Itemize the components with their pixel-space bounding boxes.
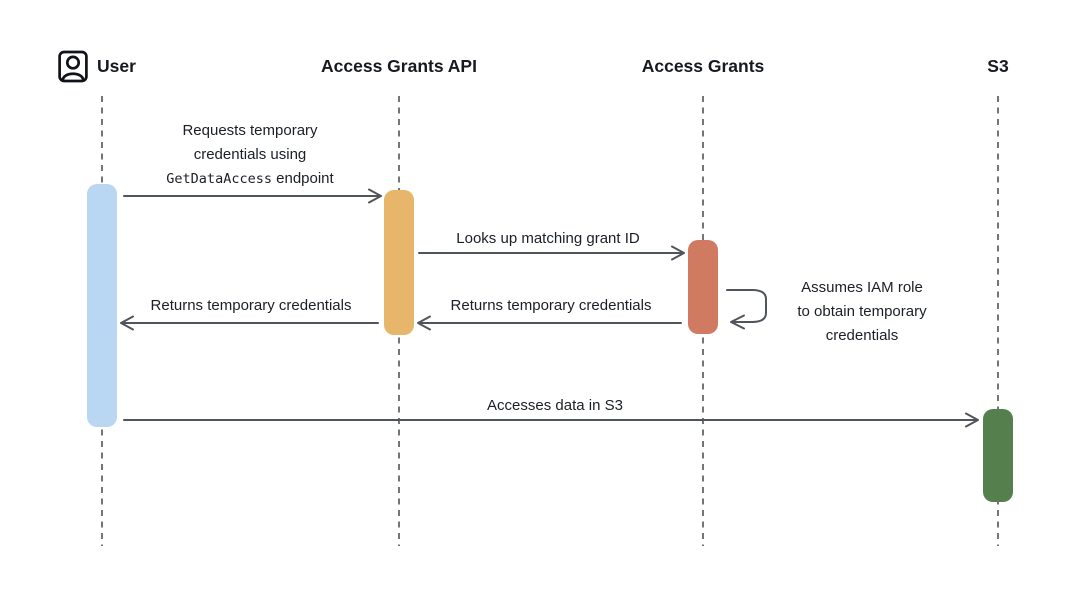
user-icon	[58, 50, 88, 83]
message-line: credentials using	[193, 146, 307, 163]
message-line: Assumes IAM role	[801, 279, 923, 296]
message-lookup-grant: Looks up matching grant ID	[456, 227, 639, 251]
activation-bar-api	[384, 190, 414, 335]
message-line: to obtain temporary	[797, 303, 927, 320]
code-endpoint-name: GetDataAccess	[166, 171, 272, 187]
message-text: Returns temporary credentials	[450, 297, 652, 314]
message-assume-role: Assumes IAM role to obtain temporary cre…	[797, 276, 926, 348]
message-return-to-api: Returns temporary credentials	[451, 294, 652, 318]
activation-bar-user	[87, 184, 117, 427]
message-request-credentials: Requests temporary credentials using Get…	[166, 119, 333, 191]
actor-user-label: User	[97, 56, 136, 76]
message-line: Requests temporary	[182, 122, 318, 139]
message-access-data: Accesses data in S3	[487, 394, 623, 418]
arrow-request-credentials	[123, 188, 382, 204]
actor-grants-label: Access Grants	[641, 56, 765, 76]
message-line: GetDataAccess endpoint	[166, 167, 333, 191]
actor-user: User	[58, 50, 136, 83]
message-line: credentials	[825, 327, 899, 344]
arrow-return-to-api	[417, 315, 682, 331]
actor-s3: S3	[987, 56, 1008, 77]
activation-bar-s3	[983, 409, 1013, 502]
arrow-return-to-user	[120, 315, 379, 331]
actor-api-label: Access Grants API	[321, 56, 477, 76]
message-text: Looks up matching grant ID	[456, 230, 640, 247]
actor-access-grants: Access Grants	[642, 56, 765, 77]
actor-access-grants-api: Access Grants API	[321, 56, 477, 77]
arrow-access-data	[123, 412, 979, 428]
arrow-assume-role-self-loop	[726, 289, 767, 330]
message-text: Returns temporary credentials	[150, 297, 352, 314]
message-return-to-user: Returns temporary credentials	[151, 294, 352, 318]
message-line-suffix: endpoint	[271, 170, 334, 187]
message-text: Accesses data in S3	[487, 397, 623, 414]
actor-s3-label: S3	[987, 56, 1009, 76]
activation-bar-grants	[688, 240, 718, 334]
arrow-lookup-grant	[418, 245, 685, 261]
